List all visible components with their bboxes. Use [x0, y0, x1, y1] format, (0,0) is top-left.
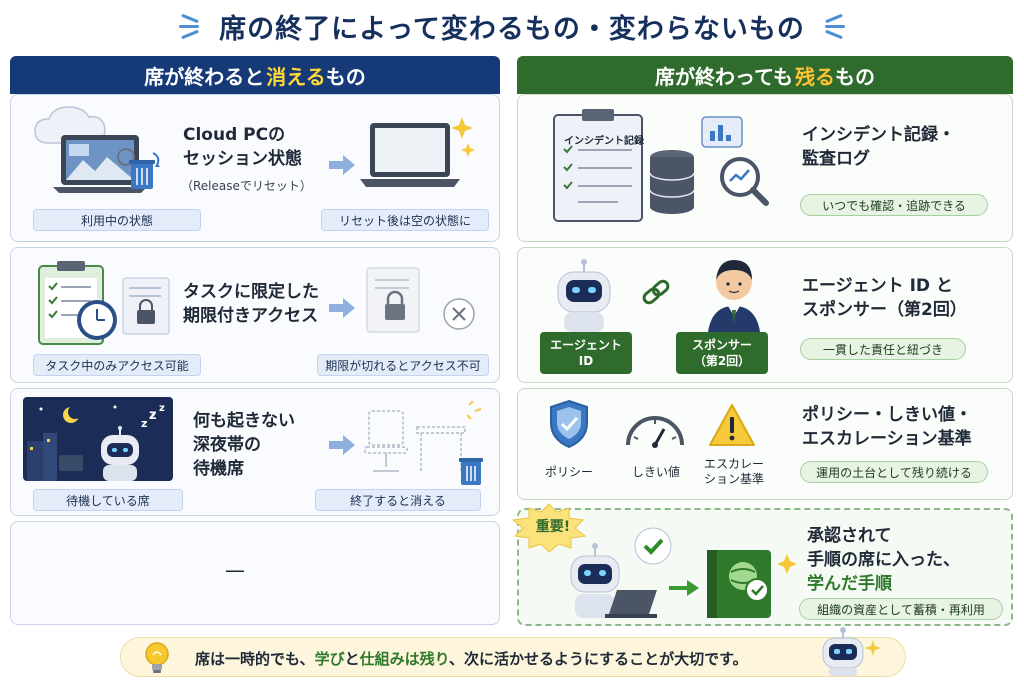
session-state-card: Cloud PCの セッション状態 （Releaseでリセット） 利用中の状態 …	[10, 94, 500, 242]
page-title: 席の終了によって変わるもの・変わらないもの	[219, 13, 805, 45]
empty-card: —	[10, 521, 500, 625]
shield-icon	[550, 399, 588, 449]
incident-log-title: インシデント記録・ 監査ログ	[802, 125, 955, 169]
remains-highlight: 残る	[795, 64, 835, 89]
robot-book-icon	[570, 527, 797, 618]
incident-log-card: インシデント記録 インシデント記録・ 監査ログ いつでも確認・追跡できる	[517, 94, 1013, 242]
laptop-cloud-icon	[34, 106, 160, 193]
svg-text:z: z	[141, 417, 147, 430]
policy-card: ポリシー しきい値 エスカレー ション基準 ポリシー・しきい値・ エスカレーショ…	[517, 388, 1013, 500]
disappear-label: 終了すると消える	[315, 489, 481, 511]
after-state-label: リセット後は空の状態に	[321, 209, 489, 231]
learned-procedure-highlight: 学んだ手順	[807, 574, 892, 594]
session-state-title: Cloud PCの セッション状態	[183, 125, 302, 169]
disappears-header: 席が終わると 消える もの	[10, 56, 500, 94]
clipboard-clock-icon	[38, 261, 170, 345]
session-state-subtitle: （Releaseでリセット）	[181, 179, 312, 193]
learned-procedure-title: 承認されて 手順の席に入った、 学んだ手順	[807, 526, 960, 594]
warning-icon	[709, 404, 755, 446]
page-title-bar: 席の終了によって変わるもの・変わらないもの	[0, 4, 1024, 48]
sparkle-left-icon	[179, 13, 201, 40]
remains-column: 席が終わっても 残る もの インシデント記	[511, 56, 1013, 626]
important-burst-icon	[511, 503, 587, 552]
night-standby-card: z z z 何も起きない 深夜帯の 待機席 待機している席	[10, 388, 500, 516]
empty-chair-desk-icon	[364, 401, 483, 485]
empty-laptop-icon	[360, 117, 475, 187]
svg-text:z: z	[149, 408, 157, 423]
arrow-right-icon	[329, 298, 355, 318]
svg-text:z: z	[159, 403, 165, 414]
limited-access-card: タスクに限定した 期限付きアクセス タスク中のみアクセス可能 期限が切れるとアク…	[10, 247, 500, 383]
night-standby-title: 何も起きない 深夜帯の 待機席	[193, 411, 295, 479]
limited-access-title: タスクに限定した 期限付きアクセス	[183, 282, 319, 326]
incident-log-pill: いつでも確認・追跡できる	[800, 194, 988, 216]
learned-procedure-pill: 組織の資産として蓄積・再利用	[799, 598, 1003, 620]
summary-bar: 席は一時的でも、学びと仕組みは残り、次に活かせるようにすることが大切です。	[120, 627, 906, 677]
learned-procedure-card: 重要! 承認されて 手順の席に入った、 学んだ手順	[511, 503, 1013, 626]
arrow-right-icon	[329, 155, 355, 175]
policy-pill: 運用の土台として残り続ける	[800, 461, 988, 483]
sparkle-right-icon	[823, 13, 845, 40]
sponsor-badge: スポンサー （第2回）	[676, 332, 768, 374]
standby-label: 待機している席	[33, 489, 183, 511]
robot-link-sponsor-icon	[557, 259, 760, 332]
important-label: 重要!	[535, 519, 571, 535]
threshold-label: しきい値	[631, 465, 680, 479]
empty-card-mark: —	[225, 558, 245, 582]
before-state-label: 利用中の状態	[33, 209, 201, 231]
arrow-right-icon	[329, 435, 355, 455]
agent-id-card: エージェント ID スポンサー （第2回） エージェント ID と スポンサー（…	[517, 247, 1013, 383]
agent-id-badge: エージェント ID	[540, 332, 632, 374]
disappears-column: 席が終わると 消える もの Cloud PCの セッション状態 （Release…	[10, 56, 500, 625]
agent-id-title: エージェント ID と スポンサー（第2回）	[802, 276, 967, 320]
escalation-label: エスカレー ション基準	[703, 457, 764, 486]
policy-label: ポリシー	[544, 465, 593, 479]
incident-report-icon	[553, 109, 769, 222]
lightbulb-icon	[145, 642, 169, 673]
policy-title: ポリシー・しきい値・ エスカレーション基準	[802, 405, 972, 449]
gauge-icon	[626, 416, 684, 448]
agent-id-pill: 一貫した責任と紐づき	[800, 338, 966, 360]
before-access-label: タスク中のみアクセス可能	[33, 354, 201, 376]
robot-mascot-icon	[822, 627, 881, 676]
disappears-highlight: 消える	[266, 64, 326, 89]
night-robot-icon: z z z	[23, 397, 173, 481]
summary-text: 席は一時的でも、学びと仕組みは残り、次に活かせるようにすることが大切です。	[195, 650, 748, 668]
incident-doc-label: インシデント記録	[564, 136, 644, 147]
remains-header: 席が終わっても 残る もの	[517, 56, 1013, 94]
after-access-label: 期限が切れるとアクセス不可	[317, 354, 489, 376]
locked-document-icon	[366, 267, 475, 333]
